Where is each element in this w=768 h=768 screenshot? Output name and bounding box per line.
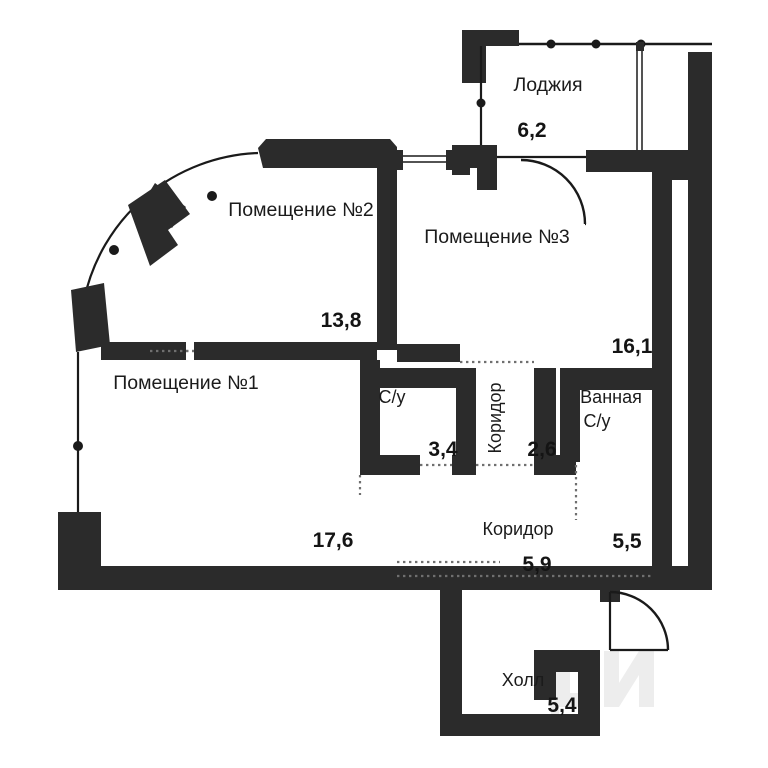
wall-room1-right bbox=[360, 360, 380, 475]
label-corridor-main-area: 5,9 bbox=[522, 553, 551, 576]
wall-room1-room2-left bbox=[101, 342, 186, 360]
label-room3-area: 16,1 bbox=[612, 335, 653, 358]
wall-room3-bottom-left bbox=[397, 344, 460, 362]
label-corridor-main-name: Коридор bbox=[482, 519, 553, 539]
label-room2-name: Помещение №2 bbox=[228, 199, 373, 221]
wall-facade-pier-notch bbox=[142, 183, 186, 228]
wall-bottom-right-outer bbox=[672, 566, 712, 590]
facade-window-dot-1 bbox=[207, 191, 217, 201]
label-bathroom-name-line2: С/у bbox=[584, 411, 611, 431]
wall-loggia-top-left bbox=[462, 30, 519, 83]
wall-room3-right bbox=[652, 172, 672, 370]
wall-hall-step-left bbox=[534, 650, 556, 700]
wall-loggia-jamb-stub bbox=[452, 145, 470, 175]
wall-under-loggia bbox=[586, 150, 700, 172]
wall-right-outer bbox=[688, 52, 712, 590]
door-arc-room3 bbox=[520, 158, 587, 225]
label-room1-area: 17,6 bbox=[313, 529, 354, 552]
label-wc-name: С/у bbox=[379, 387, 406, 407]
room-labels: Лоджия 6,2 Помещение №2 13,8 Помещение №… bbox=[113, 74, 652, 717]
glazing-cap-right bbox=[446, 150, 454, 170]
rail-post-4 bbox=[476, 98, 486, 108]
door-arc-hall bbox=[609, 590, 670, 651]
wall-bath-bottom bbox=[560, 566, 672, 590]
wall-bottom-outer-left bbox=[58, 566, 460, 590]
label-room2-area: 13,8 bbox=[321, 309, 362, 332]
wall-wc-bottom-right bbox=[452, 455, 476, 475]
wall-bottom-left-pier bbox=[58, 512, 101, 566]
rail-post-1 bbox=[546, 39, 556, 49]
label-hall-area: 5,4 bbox=[547, 694, 577, 717]
wall-corridor-vert-right bbox=[534, 368, 556, 475]
wall-wc-top bbox=[360, 368, 476, 388]
facade-window-dot-2 bbox=[109, 245, 119, 255]
rail-post-2 bbox=[591, 39, 601, 49]
wall-room2-top bbox=[258, 139, 397, 168]
glazing-cap-top bbox=[636, 42, 644, 51]
label-hall-name: Холл bbox=[502, 670, 544, 690]
wall-wc-right bbox=[456, 368, 476, 475]
wall-bath-right bbox=[652, 368, 672, 590]
wall-hall-bottom bbox=[440, 714, 600, 736]
label-loggia-name: Лоджия bbox=[513, 74, 582, 96]
glazing-cap-left bbox=[397, 150, 403, 170]
label-room1-name: Помещение №1 bbox=[113, 372, 258, 394]
label-corridor-vertical-name: Коридор bbox=[485, 382, 505, 453]
opening-markers bbox=[150, 349, 652, 578]
label-room3-name: Помещение №3 bbox=[424, 226, 569, 248]
wall-wc-bottom-left bbox=[360, 455, 420, 475]
wall-facade-pier-low bbox=[71, 283, 110, 352]
label-corridor-vertical-area: 2,6 bbox=[527, 438, 556, 461]
wall-bath-left bbox=[560, 368, 580, 462]
label-loggia-area: 6,2 bbox=[517, 119, 546, 142]
label-wc-area: 3,4 bbox=[428, 438, 458, 461]
facade-window-dot-3 bbox=[73, 441, 83, 451]
wall-room2-room3-divider bbox=[377, 165, 397, 350]
wall-bath-top bbox=[560, 368, 672, 390]
wall-room1-room2-right bbox=[194, 342, 377, 360]
label-bathroom-name-line1: Ванная bbox=[580, 387, 642, 407]
wall-hall-left bbox=[440, 590, 462, 736]
wall-corridor-bottom bbox=[460, 566, 560, 590]
wall-structure bbox=[58, 30, 712, 736]
label-bathroom-area: 5,5 bbox=[612, 530, 642, 553]
